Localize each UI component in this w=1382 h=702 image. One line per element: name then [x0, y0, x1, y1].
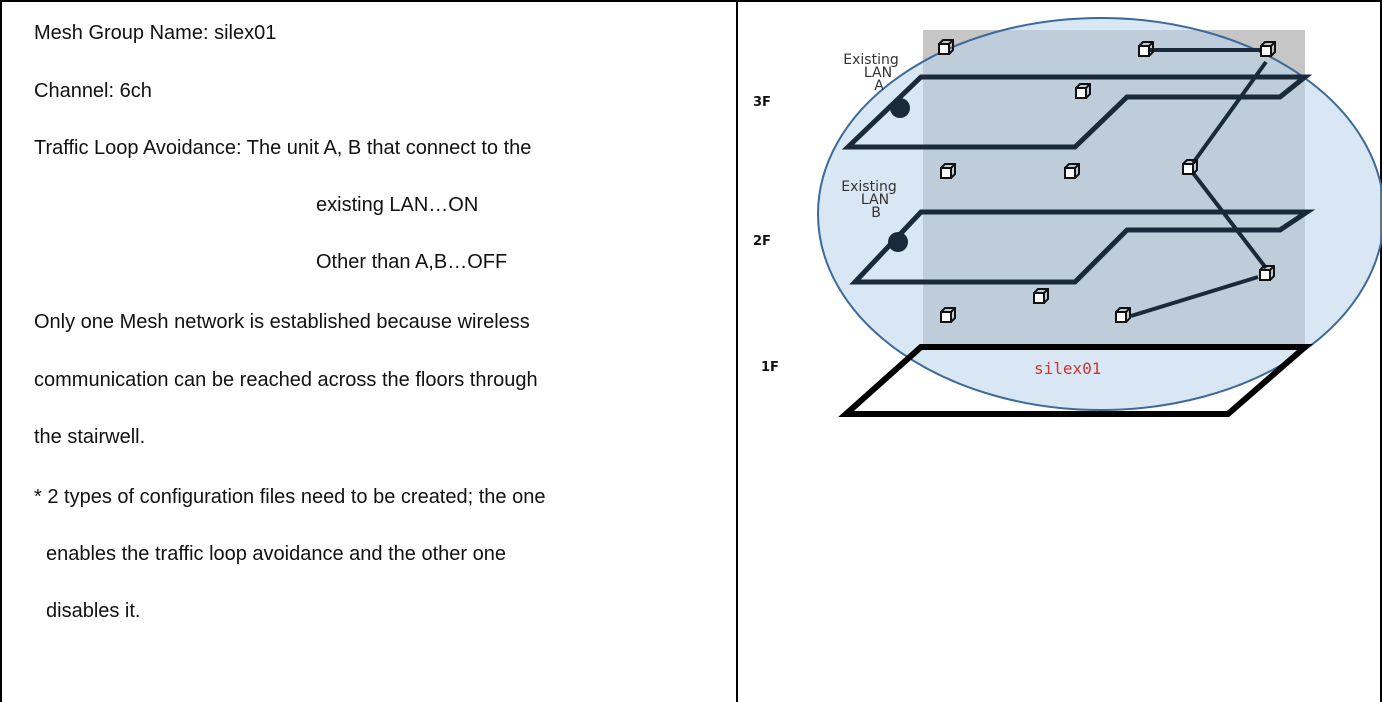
lan-b-label-line-3: B — [871, 205, 881, 221]
access-point-icon — [940, 307, 956, 323]
loop-avoidance-line-3: Other than A,B…OFF — [316, 251, 508, 273]
existing-lan-b-label: Existing LAN B — [841, 179, 896, 221]
note-line-2: enables the traffic loop avoidance and t… — [46, 543, 506, 565]
lan-b-label-line-1: Existing — [841, 179, 896, 195]
column-divider — [736, 0, 738, 702]
note-line-3: disables it. — [46, 600, 141, 622]
floor-label-1f: 1F — [761, 360, 779, 375]
mesh-group-name: Mesh Group Name: silex01 — [34, 22, 277, 44]
mesh-links — [1130, 48, 1268, 318]
access-point-icon — [1138, 41, 1154, 57]
mesh-group-label: silex01 — [1034, 359, 1101, 378]
lan-b-connection-dot — [888, 232, 908, 252]
loop-avoidance-line-1: Traffic Loop Avoidance: The unit A, B th… — [34, 137, 532, 159]
access-point-icons — [938, 39, 1276, 323]
access-point-icon — [1064, 163, 1080, 179]
link-3f-to-2f — [1191, 60, 1268, 165]
existing-lan-a-label: Existing LAN A — [843, 52, 898, 94]
floor-label-2f: 2F — [753, 234, 771, 249]
lan-a-label-line-3: A — [874, 78, 884, 94]
lan-b-label-line-2: LAN — [861, 192, 889, 208]
lan-a-connection-dot — [890, 98, 910, 118]
access-point-icon — [1115, 307, 1131, 323]
access-point-icon — [1033, 288, 1049, 304]
mesh-description-line-3: the stairwell. — [34, 426, 146, 448]
link-2f-to-1f — [1130, 275, 1259, 318]
lan-a-label-line-1: Existing — [843, 52, 898, 68]
link-2f-diagonal — [1191, 171, 1268, 270]
access-point-icon — [938, 39, 954, 55]
access-point-icon — [940, 163, 956, 179]
access-point-icon — [1260, 41, 1276, 57]
access-point-icon — [1075, 83, 1091, 99]
access-point-icon — [1259, 265, 1275, 281]
loop-avoidance-line-2: existing LAN…ON — [316, 194, 479, 216]
channel-text: Channel: 6ch — [34, 80, 152, 102]
floor-2-outline — [849, 209, 1316, 285]
lan-a-label-line-2: LAN — [864, 65, 892, 81]
floor-1-outline — [838, 344, 1314, 417]
floor-label-3f: 3F — [753, 95, 771, 110]
mesh-description-line-1: Only one Mesh network is established bec… — [34, 311, 530, 333]
mesh-description-line-2: communication can be reached across the … — [34, 369, 538, 391]
access-point-icon — [1182, 159, 1198, 175]
floor-3-outline — [841, 74, 1313, 150]
note-line-1: * 2 types of configuration files need to… — [34, 486, 546, 508]
